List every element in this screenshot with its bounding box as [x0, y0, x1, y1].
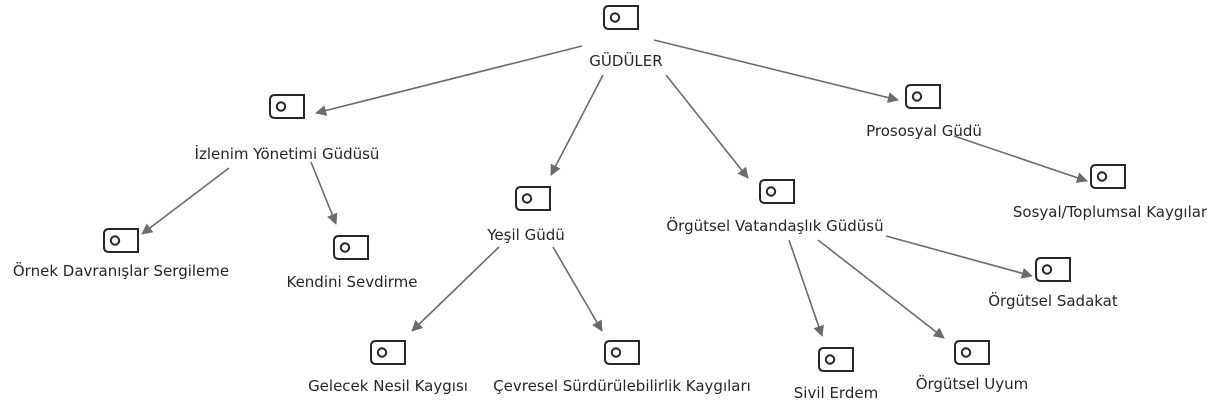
tag-icon: [269, 94, 305, 119]
node-label-gelecek: Gelecek Nesil Kaygısı: [308, 377, 468, 395]
tag-icon: [103, 228, 139, 253]
node-gelecek[interactable]: Gelecek Nesil Kaygısı: [308, 340, 468, 395]
arrow-izlenim-to-kendini: [310, 161, 338, 225]
node-ornek[interactable]: Örnek Davranışlar Sergileme: [13, 228, 229, 280]
node-prososyal[interactable]: Prososyal Güdü: [866, 84, 982, 140]
node-izlenim[interactable]: İzlenim Yönetimi Güdüsü: [195, 94, 380, 163]
arrow-root-to-yesil: [550, 74, 604, 176]
tag-icon: [603, 5, 639, 30]
tag-icon: [905, 84, 941, 109]
node-label-ornek: Örnek Davranışlar Sergileme: [13, 261, 229, 280]
tag-icon: [759, 179, 795, 204]
node-label-yesil: Yeşil Güdü: [486, 226, 564, 244]
node-label-orgutsel_vat: Örgütsel Vatandaşlık Güdüsü: [666, 216, 883, 235]
tag-icon: [515, 186, 551, 211]
arrow-orgutsel_vat-to-sadakat: [885, 235, 1033, 279]
tag-icon: [818, 347, 854, 372]
arrow-izlenim-to-ornek: [141, 167, 230, 235]
node-label-sadakat: Örgütsel Sadakat: [988, 291, 1118, 310]
node-sivil[interactable]: Sivil Erdem: [794, 347, 878, 402]
node-root[interactable]: GÜDÜLER: [589, 5, 663, 70]
node-label-uyum: Örgütsel Uyum: [916, 374, 1029, 393]
diagram-edges: [141, 39, 1088, 339]
node-sadakat[interactable]: Örgütsel Sadakat: [988, 257, 1118, 310]
arrow-orgutsel_vat-to-sivil: [788, 239, 824, 337]
node-cevresel[interactable]: Çevresel Sürdürülebilirlik Kaygıları: [493, 340, 751, 395]
arrow-prososyal-to-sosyal: [953, 135, 1088, 183]
arrow-yesil-to-gelecek: [411, 246, 500, 332]
tag-icon: [604, 340, 640, 365]
node-orgutsel_vat[interactable]: Örgütsel Vatandaşlık Güdüsü: [666, 179, 884, 235]
arrow-yesil-to-cevresel: [552, 246, 603, 332]
arrow-root-to-orgutsel_vat: [665, 74, 749, 179]
tag-icon: [1090, 164, 1126, 189]
node-label-root: GÜDÜLER: [589, 51, 662, 70]
node-label-cevresel: Çevresel Sürdürülebilirlik Kaygıları: [493, 377, 751, 395]
node-kendini[interactable]: Kendini Sevdirme: [286, 235, 418, 291]
node-label-kendini: Kendini Sevdirme: [286, 273, 417, 291]
tag-icon: [1035, 257, 1071, 282]
tag-icon: [954, 340, 990, 365]
node-label-sivil: Sivil Erdem: [794, 384, 878, 402]
node-label-prososyal: Prososyal Güdü: [866, 122, 982, 140]
node-sosyal[interactable]: Sosyal/Toplumsal Kaygılar: [1013, 164, 1208, 221]
arrow-orgutsel_vat-to-uyum: [817, 239, 945, 339]
tag-icon: [333, 235, 369, 260]
node-yesil[interactable]: Yeşil Güdü: [486, 186, 565, 244]
node-uyum[interactable]: Örgütsel Uyum: [916, 340, 1029, 393]
arrow-root-to-prososyal: [653, 39, 899, 103]
node-label-sosyal: Sosyal/Toplumsal Kaygılar: [1013, 203, 1208, 221]
tag-icon: [370, 340, 406, 365]
arrow-root-to-izlenim: [315, 45, 583, 116]
node-label-izlenim: İzlenim Yönetimi Güdüsü: [195, 144, 380, 163]
